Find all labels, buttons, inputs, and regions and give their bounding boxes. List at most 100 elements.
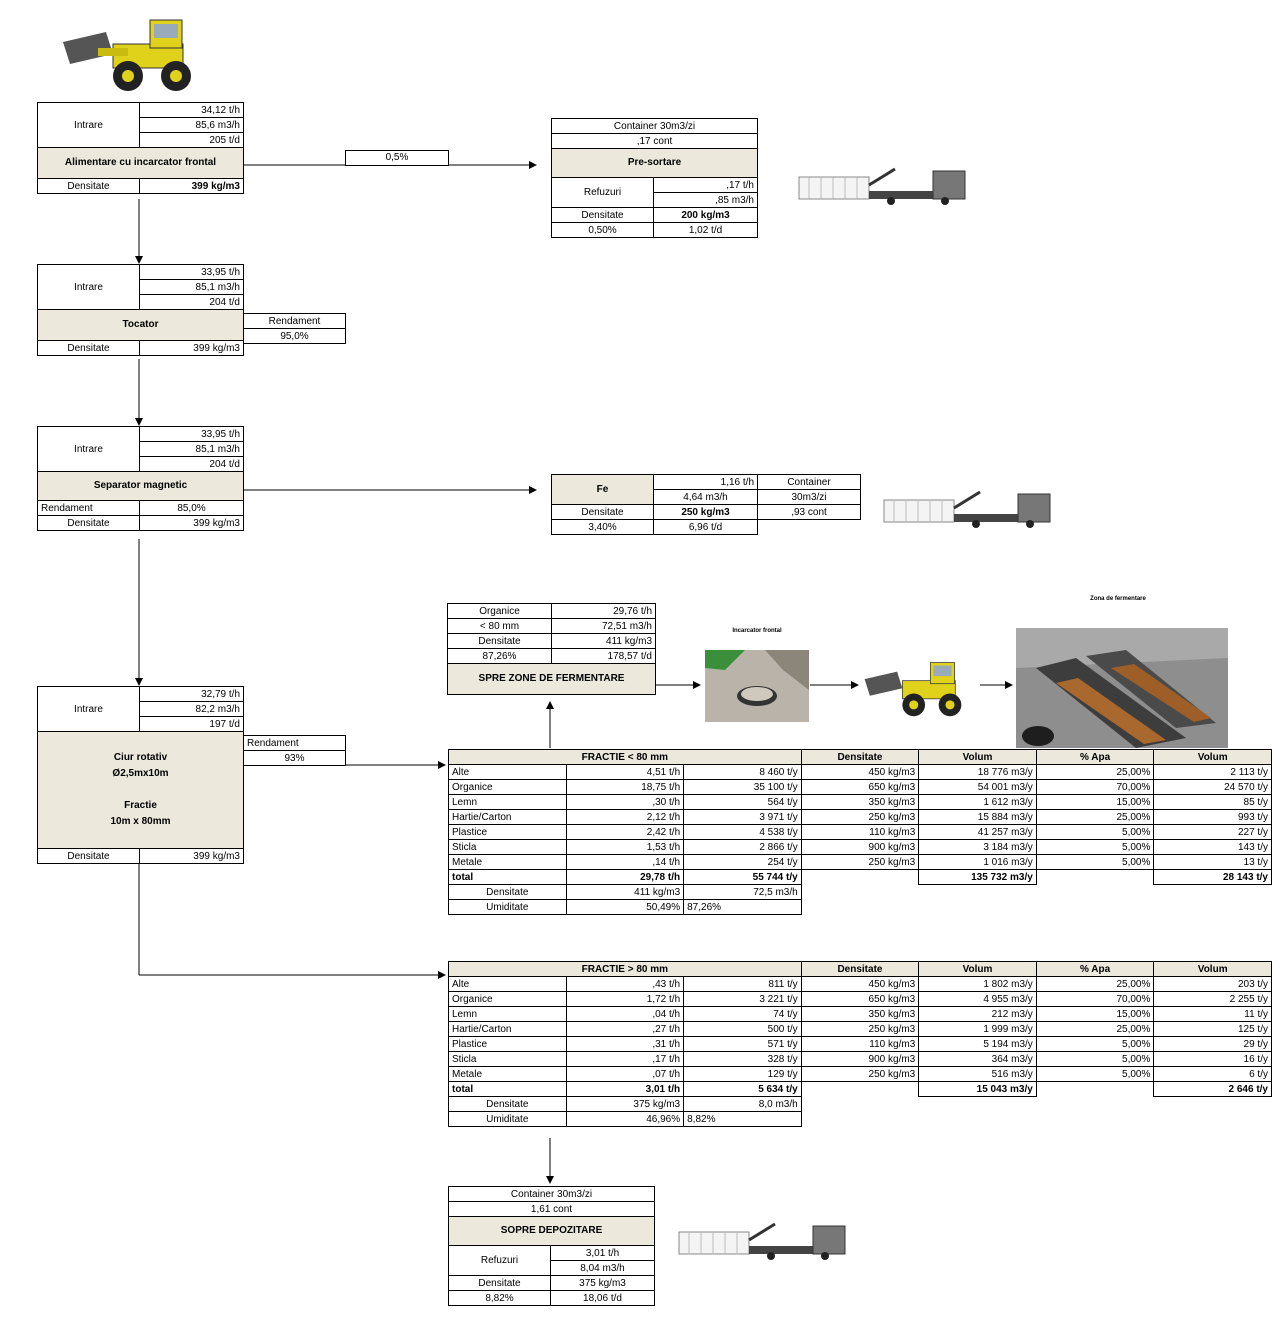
fe-td: 6,96 t/d (654, 520, 758, 535)
material-name: Metale (449, 855, 567, 870)
fraction-large-um-value: 46,96% (566, 1112, 684, 1127)
fe-th: 1,16 t/h (654, 475, 758, 490)
table-cell: 74 t/y (684, 1007, 802, 1022)
presort-refuzuri-label: Refuzuri (552, 178, 654, 208)
fraction-small-table: FRACTIE < 80 mm Densitate Volum % Apa Vo… (448, 749, 1272, 915)
fraction-large-dens-label: Densitate (449, 1097, 567, 1112)
fe-m3h: 4,64 m3/h (654, 490, 758, 505)
tocator-rend-label: Rendament (244, 314, 346, 329)
fraction-small-total-ty: 55 744 t/y (684, 870, 802, 885)
fraction-small-header: Densitate (801, 750, 919, 765)
fraction-small-header: FRACTIE < 80 mm (449, 750, 802, 765)
tocator-intrare-label: Intrare (38, 265, 140, 310)
depozitare-m3h: 8,04 m3/h (551, 1261, 655, 1276)
tocator-th: 33,95 t/h (140, 265, 244, 280)
fe-box: Fe 1,16 t/h Container 4,64 m3/h 30m3/zi … (551, 474, 861, 535)
table-cell: 125 t/y (1154, 1022, 1272, 1037)
depozitare-dens-value: 375 kg/m3 (551, 1276, 655, 1291)
material-name: Hartie/Carton (449, 1022, 567, 1037)
depozitare-dens-label: Densitate (449, 1276, 551, 1291)
presort-title: Pre-sortare (552, 149, 758, 178)
fe-cont: ,93 cont (758, 505, 861, 520)
material-name: Sticla (449, 1052, 567, 1067)
magnetic-td: 204 t/d (140, 457, 244, 472)
table-cell: 450 kg/m3 (801, 765, 919, 780)
tocator-title: Tocator (38, 310, 244, 341)
table-cell: 4 538 t/y (684, 825, 802, 840)
depozitare-th: 3,01 t/h (551, 1246, 655, 1261)
table-cell: 18,75 t/h (566, 780, 684, 795)
table-cell: 993 t/y (1154, 810, 1272, 825)
table-cell: 500 t/y (684, 1022, 802, 1037)
material-name: Organice (449, 992, 567, 1007)
table-cell: 3 971 t/y (684, 810, 802, 825)
table-cell: 129 t/y (684, 1067, 802, 1082)
table-cell: 203 t/y (1154, 977, 1272, 992)
table-cell: 5,00% (1036, 1067, 1154, 1082)
table-cell: 254 t/y (684, 855, 802, 870)
table-cell: 24 570 t/y (1154, 780, 1272, 795)
table-cell: 250 kg/m3 (801, 1022, 919, 1037)
material-name: Alte (449, 977, 567, 992)
table-cell: 364 m3/y (919, 1052, 1037, 1067)
loader-dens-label: Densitate (38, 179, 140, 194)
table-cell: 25,00% (1036, 810, 1154, 825)
table-cell: 328 t/y (684, 1052, 802, 1067)
ciur-th: 32,79 t/h (140, 687, 244, 702)
table-cell: 18 776 m3/y (919, 765, 1037, 780)
presort-box: Container 30m3/zi ,17 cont Pre-sortare R… (551, 118, 758, 238)
depozitare-refuzuri-label: Refuzuri (449, 1246, 551, 1276)
table-cell: 650 kg/m3 (801, 780, 919, 795)
material-name: Plastice (449, 1037, 567, 1052)
fermentare-dens-label: Densitate (448, 634, 552, 649)
table-cell: 5,00% (1036, 1037, 1154, 1052)
table-cell: 15,00% (1036, 1007, 1154, 1022)
fe-dens-value: 250 kg/m3 (654, 505, 758, 520)
magnetic-rend-value: 85,0% (140, 501, 244, 516)
depozitare-cont: 1,61 cont (449, 1202, 655, 1217)
loader-box: Intrare 34,12 t/h 85,6 m3/h 205 t/d Alim… (37, 102, 244, 194)
ciur-title: Ciur rotativ Ø2,5mx10m Fractie 10m x 80m… (38, 732, 244, 849)
table-cell: ,27 t/h (566, 1022, 684, 1037)
table-cell: 350 kg/m3 (801, 1007, 919, 1022)
fermentare-m3h: 72,51 m3/h (552, 619, 656, 634)
material-name: Lemn (449, 1007, 567, 1022)
table-cell: 15,00% (1036, 795, 1154, 810)
ciur-intrare-label: Intrare (38, 687, 140, 732)
tocator-dens-label: Densitate (38, 341, 140, 356)
fermentation-hall-image (1016, 628, 1228, 748)
fraction-large-um-label: Umiditate (449, 1112, 567, 1127)
table-cell: 450 kg/m3 (801, 977, 919, 992)
ciur-title-2: Ø2,5mx10m (41, 766, 240, 782)
magnetic-box: Intrare 33,95 t/h 85,1 m3/h 204 t/d Sepa… (37, 426, 244, 531)
fraction-small-header: Volum (1154, 750, 1272, 765)
presort-th: ,17 t/h (654, 178, 758, 193)
fraction-large-header: % Apa (1036, 962, 1154, 977)
fraction-large-dens-m3h: 8,0 m3/h (684, 1097, 802, 1112)
table-cell: 29 t/y (1154, 1037, 1272, 1052)
fe-dens-label: Densitate (552, 505, 654, 520)
presort-dens-label: Densitate (552, 208, 654, 223)
magnetic-rend-label: Rendament (38, 501, 140, 516)
magnetic-m3h: 85,1 m3/h (140, 442, 244, 457)
ciur-td: 197 t/d (140, 717, 244, 732)
table-cell: 8 460 t/y (684, 765, 802, 780)
fraction-small-um-pct: 87,26% (684, 900, 802, 915)
ciur-box: Intrare 32,79 t/h 82,2 m3/h 197 t/d Ciur… (37, 686, 244, 864)
front-loader-image (58, 14, 208, 96)
loader-m3h: 85,6 m3/h (140, 118, 244, 133)
table-cell: 250 kg/m3 (801, 1067, 919, 1082)
ciur-rend-value: 93% (244, 751, 346, 766)
fe-container-1: Container (758, 475, 861, 490)
presort-td: 1,02 t/d (654, 223, 758, 238)
table-cell: 1,72 t/h (566, 992, 684, 1007)
table-cell: 811 t/y (684, 977, 802, 992)
fermentare-org-sub: < 80 mm (448, 619, 552, 634)
